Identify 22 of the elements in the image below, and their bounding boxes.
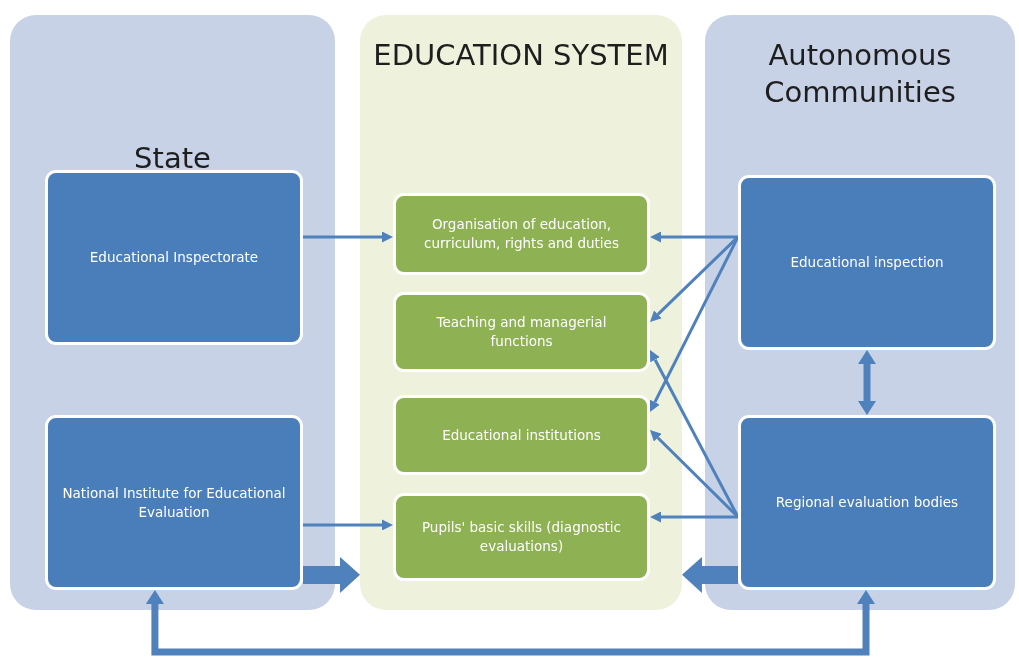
arrow xyxy=(682,556,739,593)
process-box: Teaching and managerial functions xyxy=(393,292,650,372)
process-box: Educational inspection xyxy=(738,175,996,350)
process-box: Pupils' basic skills (diagnostic evaluations) xyxy=(393,493,650,581)
process-box: Educational Inspectorate xyxy=(45,170,303,345)
panel-title: EDUCATION SYSTEM xyxy=(372,37,670,74)
arrow xyxy=(145,590,875,656)
panel-title: Autonomous Communities xyxy=(763,37,957,111)
process-box: Educational institutions xyxy=(393,395,650,475)
arrow xyxy=(650,231,738,243)
arrow xyxy=(303,519,393,531)
arrow xyxy=(302,556,360,593)
process-box: Regional evaluation bodies xyxy=(738,415,996,590)
arrow xyxy=(650,511,738,523)
group-panel xyxy=(10,15,335,610)
arrow xyxy=(858,350,876,415)
group-panel xyxy=(705,15,1015,610)
process-box: Organisation of education, curriculum, rights and duties xyxy=(393,193,650,275)
group-panel xyxy=(360,15,682,610)
arrow xyxy=(303,231,393,243)
process-box: National Institute for Educational Evaluation xyxy=(45,415,303,590)
arrow xyxy=(649,236,740,413)
